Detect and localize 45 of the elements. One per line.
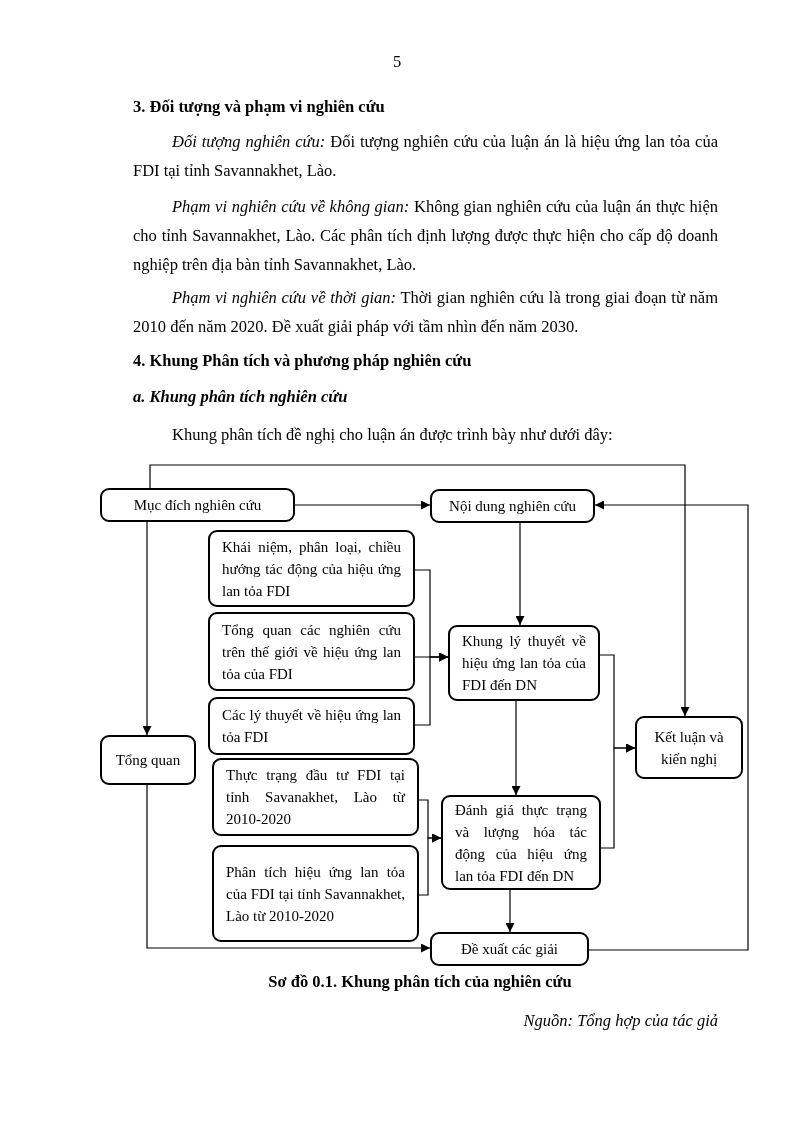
box-text: Khung lý thuyết về hiệu ứng lan tỏa của FDI đến DN [462, 632, 586, 695]
box-text: Đề xuất các giải [460, 940, 559, 959]
box-text: Tổng quan [114, 751, 182, 770]
rounded-box [100, 488, 295, 522]
paragraph: Phạm vi nghiên cứu về thời gian: Thời gian nghiên cứu là trong giai đoạn từ năm 2010 đến năm 2020. Đề xuất giải pháp với tầm nhìn đến năm 2030. [133, 287, 718, 338]
box-text: Đánh giá thực trạng và lượng hóa tác động của hiệu ứng lan tỏa FDI đến DN [455, 800, 587, 886]
rounded-box [635, 716, 743, 779]
box-text: Phân tích hiệu ứng lan tỏa của FDI tại tỉnh Savannakhet, Lào từ 2010-2020 [226, 862, 405, 926]
box-text: Khái niệm, phân loại, chiều hướng tác động của hiệu ứng lan tỏa FDI [222, 537, 401, 601]
paragraph: Đối tượng nghiên cứu: Đối tượng nghiên cứu của luận án là hiệu ứng lan tỏa của FDI tại tỉnh Savannakhet, Lào. [133, 131, 718, 182]
rounded-box [208, 530, 415, 607]
section-heading: 4. Khung Phân tích và phương pháp nghiên cứu [133, 350, 473, 372]
section-heading: 3. Đối tượng và phạm vi nghiên cứu [133, 96, 386, 118]
page-number: 5 [391, 51, 403, 73]
arrow [149, 464, 690, 717]
figure-caption: Sơ đồ 0.1. Khung phân tích của nghiên cứu [267, 971, 573, 993]
rounded-box [448, 625, 600, 701]
rounded-box [208, 612, 415, 691]
subsection-heading: a. Khung phân tích nghiên cứu [133, 386, 349, 408]
rounded-box [441, 795, 601, 890]
paragraph: Phạm vi nghiên cứu về không gian: Không gian nghiên cứu của luận án thực hiện cho tỉnh Savannakhet, Lào. Các phân tích định lượng được thực hiện cho cấp độ doanh nghiệp trên địa bàn tỉnh Savannakhet, Lào. [133, 196, 718, 276]
arrow [414, 652, 449, 726]
arrow [294, 500, 431, 510]
rounded-box [430, 932, 589, 966]
paragraph: Khung phân tích đề nghị cho luận án được trình bày như dưới đây: [171, 424, 614, 446]
arrow [511, 700, 521, 796]
arrow [515, 522, 525, 626]
rounded-box [208, 697, 415, 755]
arrow [588, 500, 749, 951]
rounded-box [430, 489, 595, 523]
rounded-box [100, 735, 196, 785]
box-text: Thực trạng đầu tư FDI tại tỉnh Savanakhet, Lào từ 2010-2020 [226, 766, 405, 829]
arrow [146, 784, 431, 953]
arrow [142, 521, 152, 736]
box-text: Mục đích nghiên cứu [132, 496, 263, 515]
box-text: Nội dung nghiên cứu [448, 497, 577, 516]
rounded-box [212, 845, 419, 942]
box-text: Tổng quan các nghiên cứu trên thế giới về hiệu ứng lan tỏa của FDI [222, 620, 401, 684]
arrow [600, 743, 636, 849]
box-text: Các lý thuyết về hiệu ứng lan tỏa FDI [222, 706, 401, 747]
rounded-box [212, 758, 419, 836]
source-note: Nguồn: Tổng hợp của tác giả [522, 1010, 718, 1032]
box-text: Kết luận và kiến nghị [653, 727, 725, 769]
arrow [505, 889, 515, 933]
arrow [418, 833, 442, 896]
